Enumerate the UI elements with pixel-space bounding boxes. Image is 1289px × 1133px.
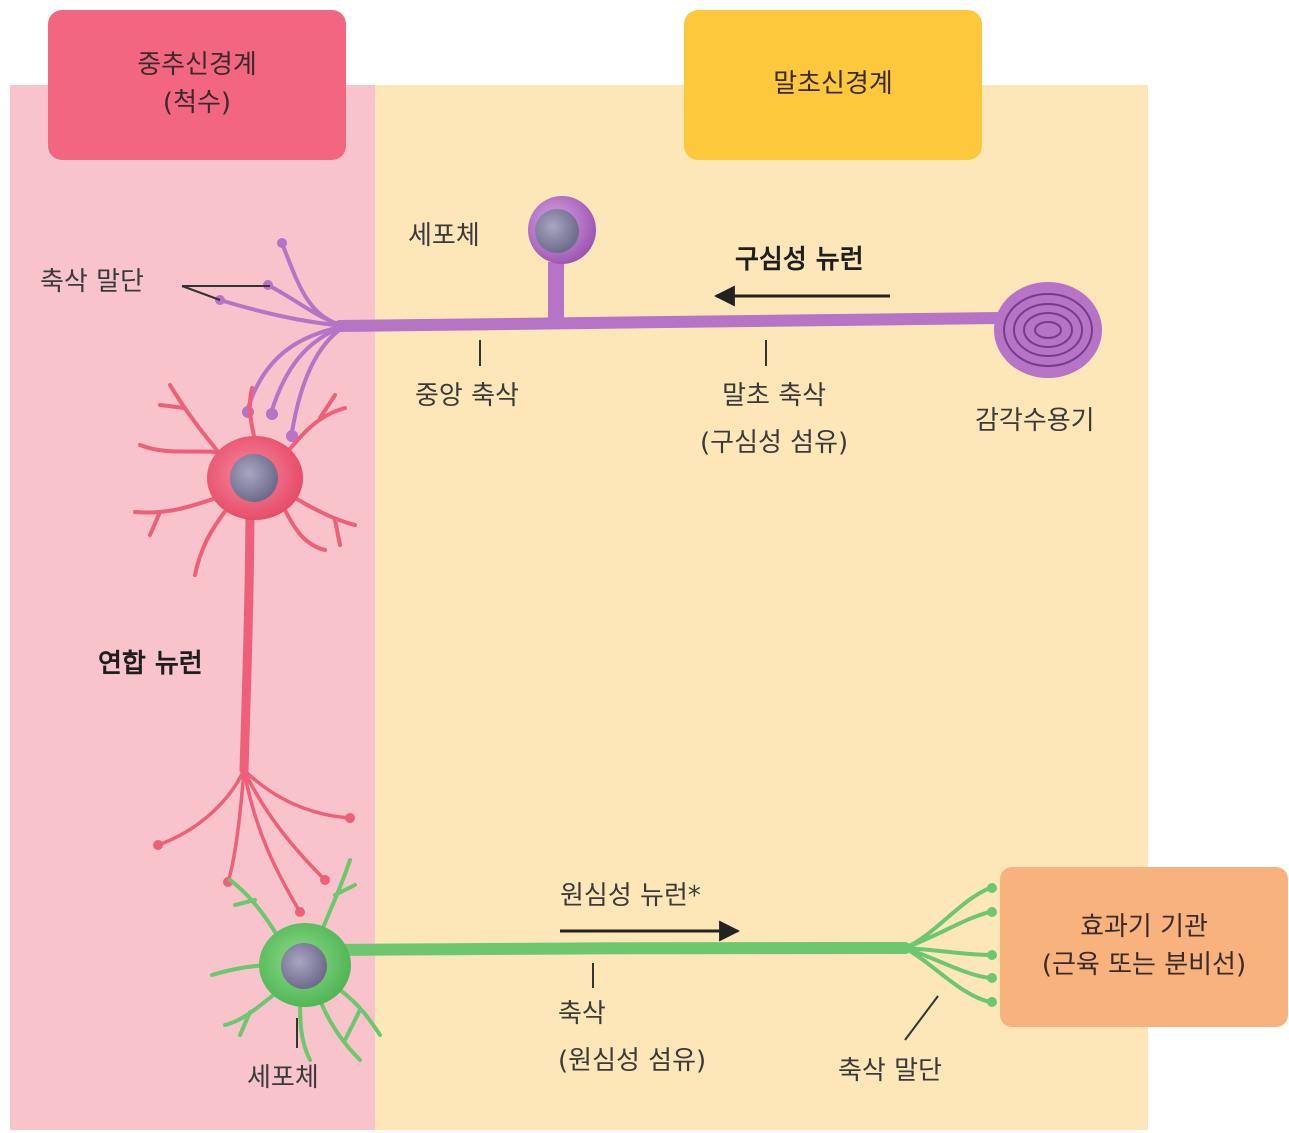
efferent-nucleus: [281, 943, 327, 989]
afferent-neuron: [215, 196, 1102, 442]
sensory-receptor-label: 감각수용기: [975, 405, 1095, 438]
efferent-axon-title: 축삭: [558, 998, 706, 1031]
efferent-cell-body-label: 세포체: [247, 1062, 319, 1095]
afferent-cell-body-label: 세포체: [408, 220, 480, 253]
afferent-axon-terminals: [220, 243, 345, 432]
interneuron-label: 연합 뉴런: [98, 648, 203, 681]
central-axon-label: 중앙 축삭: [415, 380, 519, 413]
peripheral-axon-label: 말초 축삭 (구심성 섬유): [700, 380, 848, 459]
sensory-receptor-icon: [994, 282, 1102, 378]
axon-terminals-bottom-label: 축삭 말단: [838, 1055, 942, 1088]
efferent-axon-subtitle: (원심성 섬유): [558, 1045, 706, 1078]
peripheral-axon-title: 말초 축삭: [700, 380, 848, 413]
interneuron-nucleus: [230, 454, 278, 502]
afferent-neuron-label: 구심성 뉴런: [735, 244, 864, 277]
efferent-neuron-label: 원심성 뉴런*: [560, 880, 701, 913]
axon-terminals-top-label: 축삭 말단: [40, 266, 144, 299]
afferent-axon: [340, 318, 1000, 326]
afferent-nucleus: [535, 209, 579, 253]
efferent-axon-label: 축삭 (원심성 섬유): [558, 998, 706, 1077]
peripheral-axon-subtitle: (구심성 섬유): [700, 427, 848, 460]
